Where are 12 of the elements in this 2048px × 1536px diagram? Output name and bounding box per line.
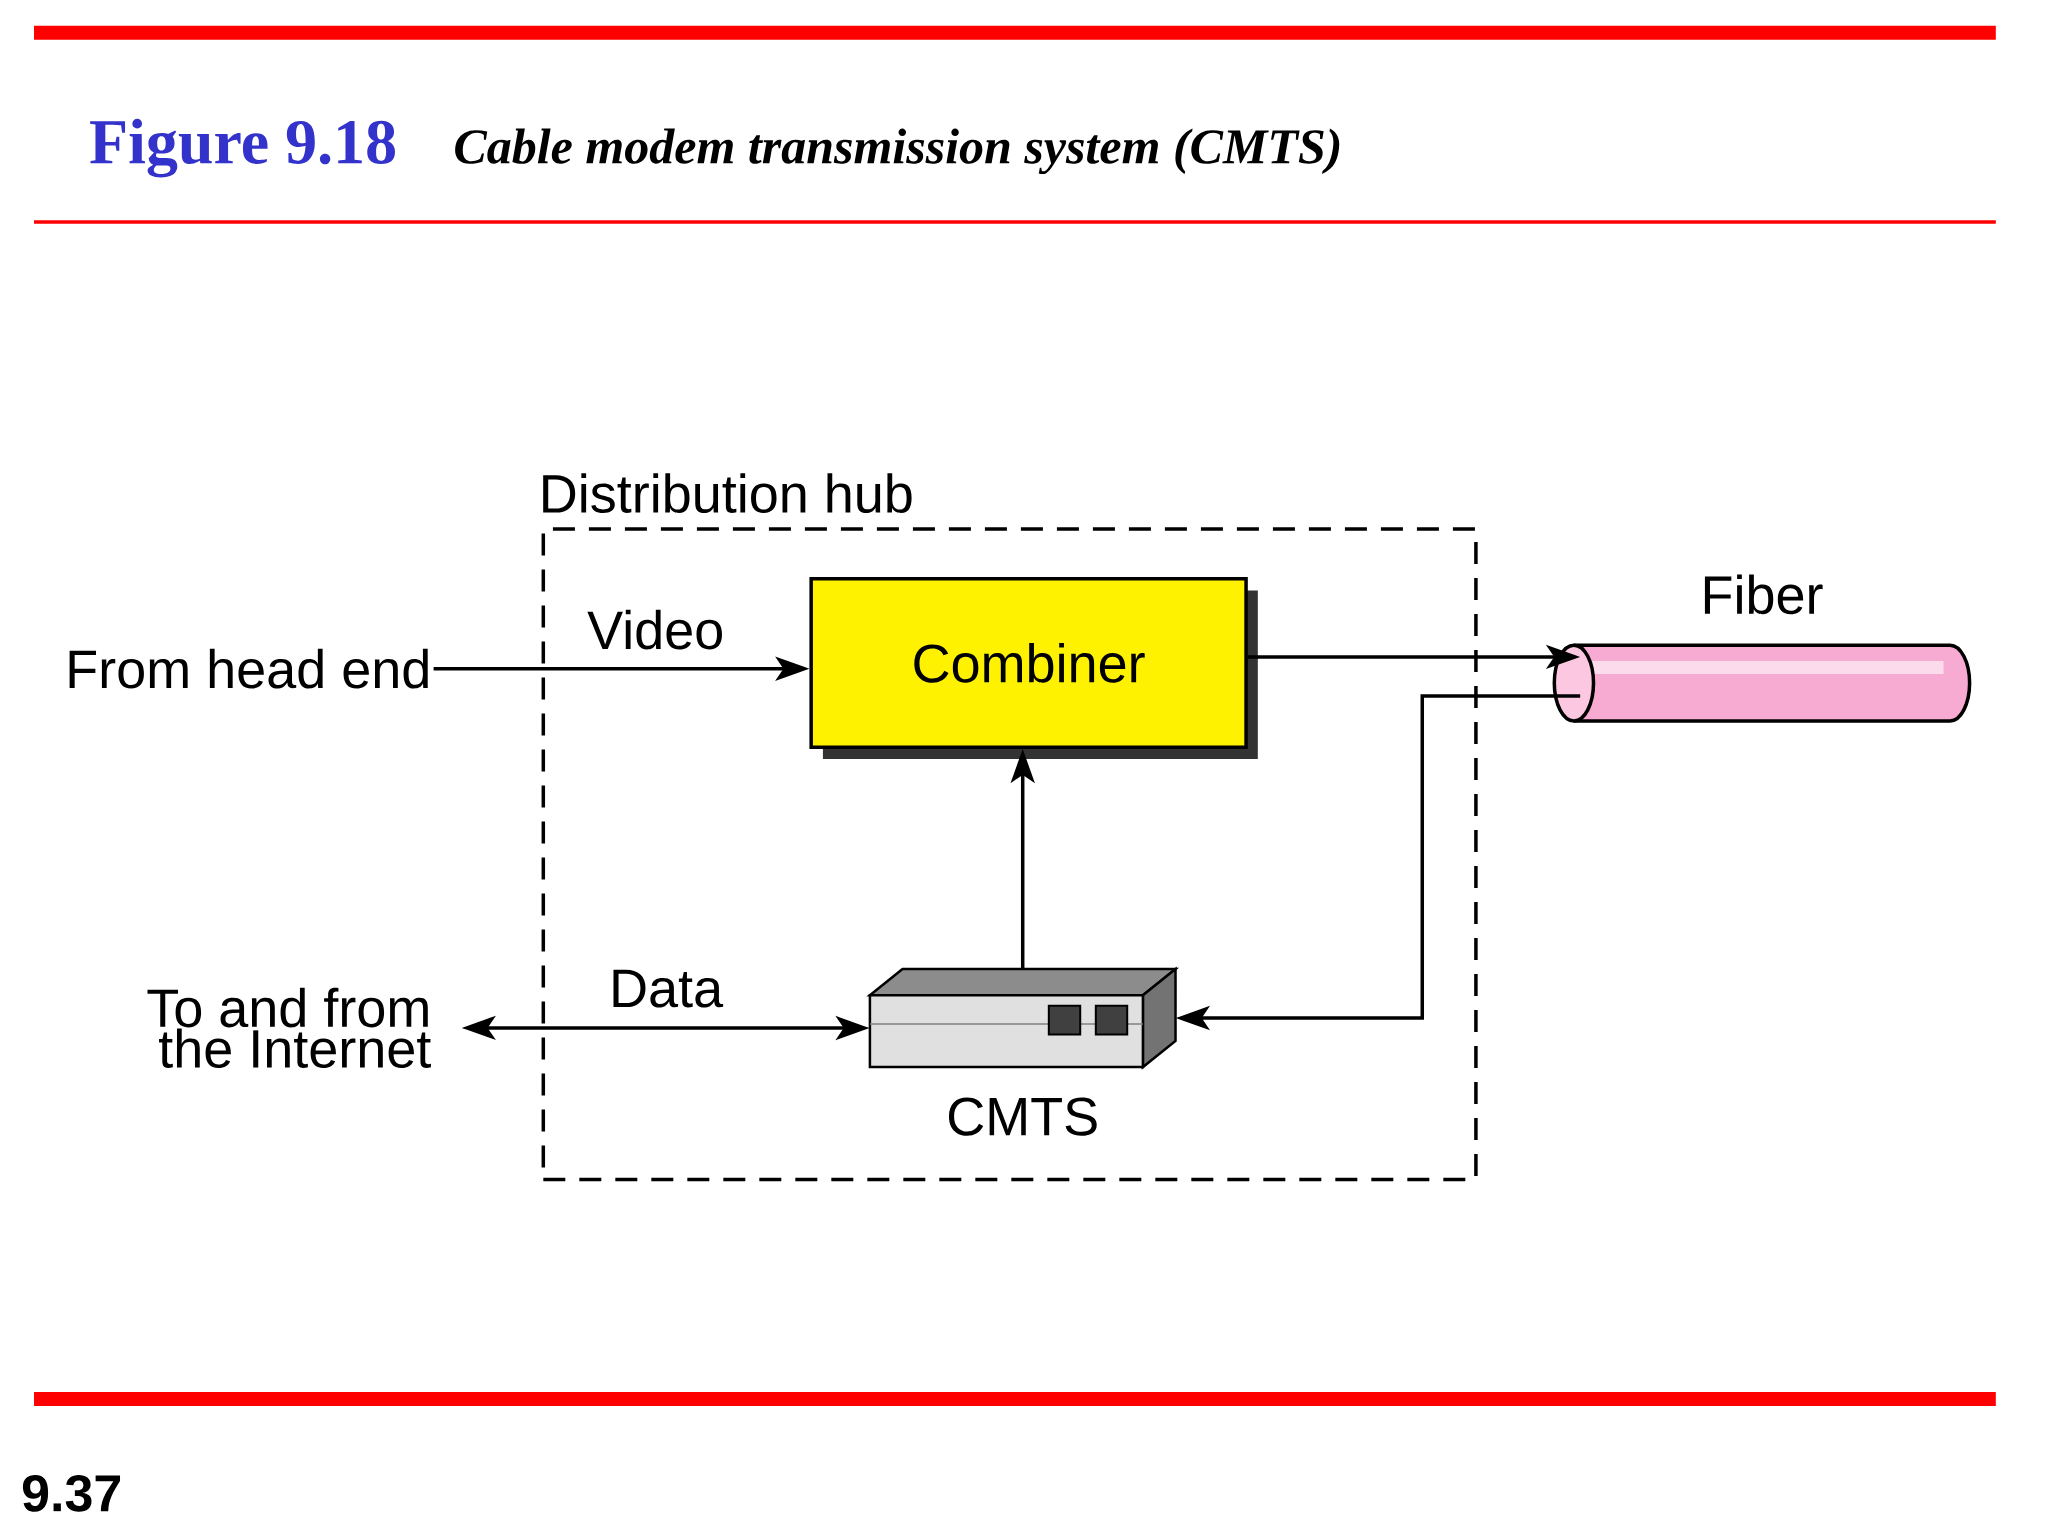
node-label: CMTS: [948, 1097, 1097, 1136]
node-label: Fiber: [1704, 574, 1823, 615]
page-number: 9.37: [22, 1474, 120, 1512]
endpoint-label: From head end: [69, 648, 428, 689]
combiner-box: Combiner: [809, 576, 1258, 759]
figure-number: Figure 9.18: [90, 118, 395, 178]
endpoint-label: To and from the Internet: [147, 987, 431, 1069]
figure-caption: Cable modem transmission system (CMTS): [455, 128, 1340, 175]
node-label: Distribution hub: [543, 473, 912, 514]
fiber-cable: Fiber: [1552, 574, 1972, 723]
edge-label: Data: [613, 969, 724, 1008]
edge-label: Video: [587, 609, 722, 650]
